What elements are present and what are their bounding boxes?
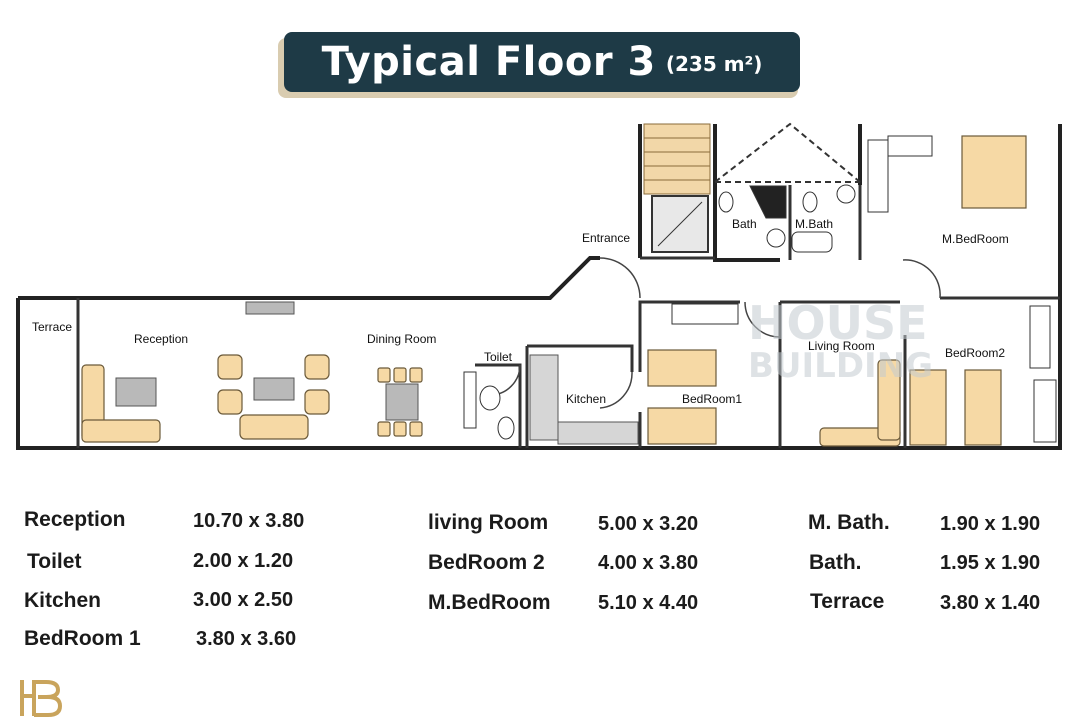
room-label-bath: Bath (732, 217, 757, 231)
dim-value-kitchen: 3.00 x 2.50 (193, 589, 294, 611)
floor-area: (235 m²) (665, 52, 763, 76)
dim-value-mbath: 1.90 x 1.90 (940, 513, 1041, 535)
room-label-kitchen: Kitchen (566, 392, 607, 406)
dim-value-reception: 10.70 x 3.80 (193, 510, 305, 532)
watermark-house: HOUSE (748, 296, 928, 350)
dim-value-living-room: 5.00 x 3.20 (598, 513, 699, 535)
dim-label-living-room: living Room (428, 511, 549, 534)
dim-label-reception: Reception (24, 508, 126, 531)
hb-logo-icon (18, 678, 63, 723)
dim-label-terrace: Terrace (810, 590, 885, 613)
dim-label-bedroom1: BedRoom 1 (24, 627, 141, 650)
dim-value-bedroom1: 3.80 x 3.60 (196, 628, 297, 650)
dim-label-mbedroom: M.BedRoom (428, 591, 551, 614)
dim-value-bedroom2: 4.00 x 3.80 (598, 552, 699, 574)
dim-label-bath: Bath. (809, 551, 862, 574)
dim-label-bedroom2: BedRoom 2 (428, 551, 545, 574)
dim-value-terrace: 3.80 x 1.40 (940, 592, 1041, 614)
room-label-mbath: M.Bath (795, 217, 834, 231)
watermark-building: BUILDING (748, 346, 934, 386)
floor-plan-drawing (16, 122, 1062, 450)
room-label-terrace: Terrace (32, 320, 73, 334)
dim-value-toilet: 2.00 x 1.20 (193, 550, 294, 572)
dim-label-mbath: M. Bath. (808, 511, 890, 534)
room-label-reception: Reception (134, 332, 189, 346)
room-label-entrance: Entrance (582, 231, 631, 245)
page-title: Typical Floor 3 (321, 39, 656, 85)
dim-value-bath: 1.95 x 1.90 (940, 552, 1041, 574)
dim-label-toilet: Toilet (27, 550, 82, 573)
room-label-living: Living Room (808, 339, 875, 353)
room-label-bedroom2: BedRoom2 (945, 346, 1006, 360)
title-banner: Typical Floor 3 (235 m²) (284, 32, 800, 92)
room-label-toilet: Toilet (484, 350, 513, 364)
floor-plan: Terrace Reception Dining Room Entrance T… (0, 110, 1080, 460)
room-label-bedroom1: BedRoom1 (682, 392, 743, 406)
room-label-mbedroom: M.BedRoom (942, 232, 1009, 246)
dim-label-kitchen: Kitchen (24, 589, 102, 612)
room-label-dining: Dining Room (367, 332, 437, 346)
dim-value-mbedroom: 5.10 x 4.40 (598, 592, 699, 614)
